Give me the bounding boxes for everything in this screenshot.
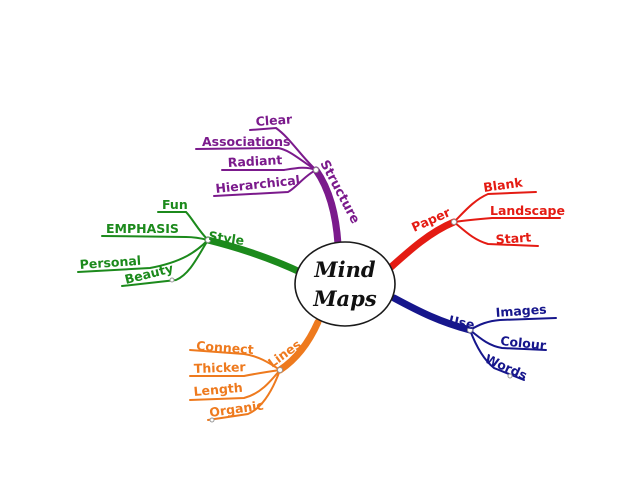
junction-words-end [507,373,513,379]
junction-structure [313,167,319,173]
branch-paper [386,191,561,272]
branch-style-twig-fun [157,211,209,241]
branch-use-stem [390,294,474,334]
branch-lines [189,318,322,421]
node-radiant: Radiant [227,152,282,170]
branch-use-twig-colour [469,329,547,351]
junction-lines [277,367,283,373]
node-emphasis: EMPHASIS [106,221,179,236]
branch-lines-twig-organic [207,369,281,421]
branch-use [390,294,557,381]
branch-label-style: Style [208,228,246,248]
branch-structure-stem [312,166,342,248]
junction-style [205,237,211,243]
center-title-line1: Mind [313,257,375,282]
branch-paper-stem [386,218,458,272]
junction-beauty-end [169,277,175,283]
branch-lines-twig-length [189,369,281,401]
node-images: Images [495,301,547,320]
branch-label-structure: Structure [316,158,362,227]
node-blank: Blank [482,175,524,195]
branch-use-twig-images [469,317,557,331]
branch-lines-stem [276,318,322,374]
branch-lines-twig-thicker [189,369,281,377]
branch-structure-twig-associations [195,146,317,171]
branch-use-twig-words [469,329,525,381]
branch-paper-twig-landscape [453,217,561,223]
center-ellipse [294,241,396,327]
node-length: Length [193,380,243,399]
node-connect: Connect [196,338,254,357]
node-colour: Colour [500,333,548,353]
branch-structure [195,126,342,248]
branch-style [77,211,304,287]
branch-structure-twig-clear [249,126,317,171]
branch-style-twig-personal [77,239,209,273]
branch-paper-twig-start [453,221,539,247]
junction-paper [451,219,457,225]
junction-organic-end [209,417,215,423]
center-node: Mind Maps [294,241,396,327]
node-start: Start [495,230,532,247]
branch-label-use: Use [447,312,476,332]
node-clear: Clear [255,111,293,129]
node-personal: Personal [79,253,141,272]
center-title-line2: Maps [312,286,377,311]
branch-structure-twig-hierarchical [213,169,317,197]
branch-lines-twig-connect [189,349,281,371]
node-landscape: Landscape [490,203,565,218]
junction-use [467,327,473,333]
node-words: Words [483,351,530,383]
branch-style-twig-emphasis [101,235,209,241]
branch-style-stem [204,236,304,276]
branch-paper-twig-blank [453,191,537,223]
junction-nodes [169,167,513,423]
branch-style-twig-beauty [121,239,209,287]
node-associations: Associations [202,134,290,149]
node-fun: Fun [162,197,188,212]
branch-label-paper: Paper [409,204,453,235]
branch-structure-twig-radiant [221,166,317,171]
node-thicker: Thicker [194,359,247,376]
